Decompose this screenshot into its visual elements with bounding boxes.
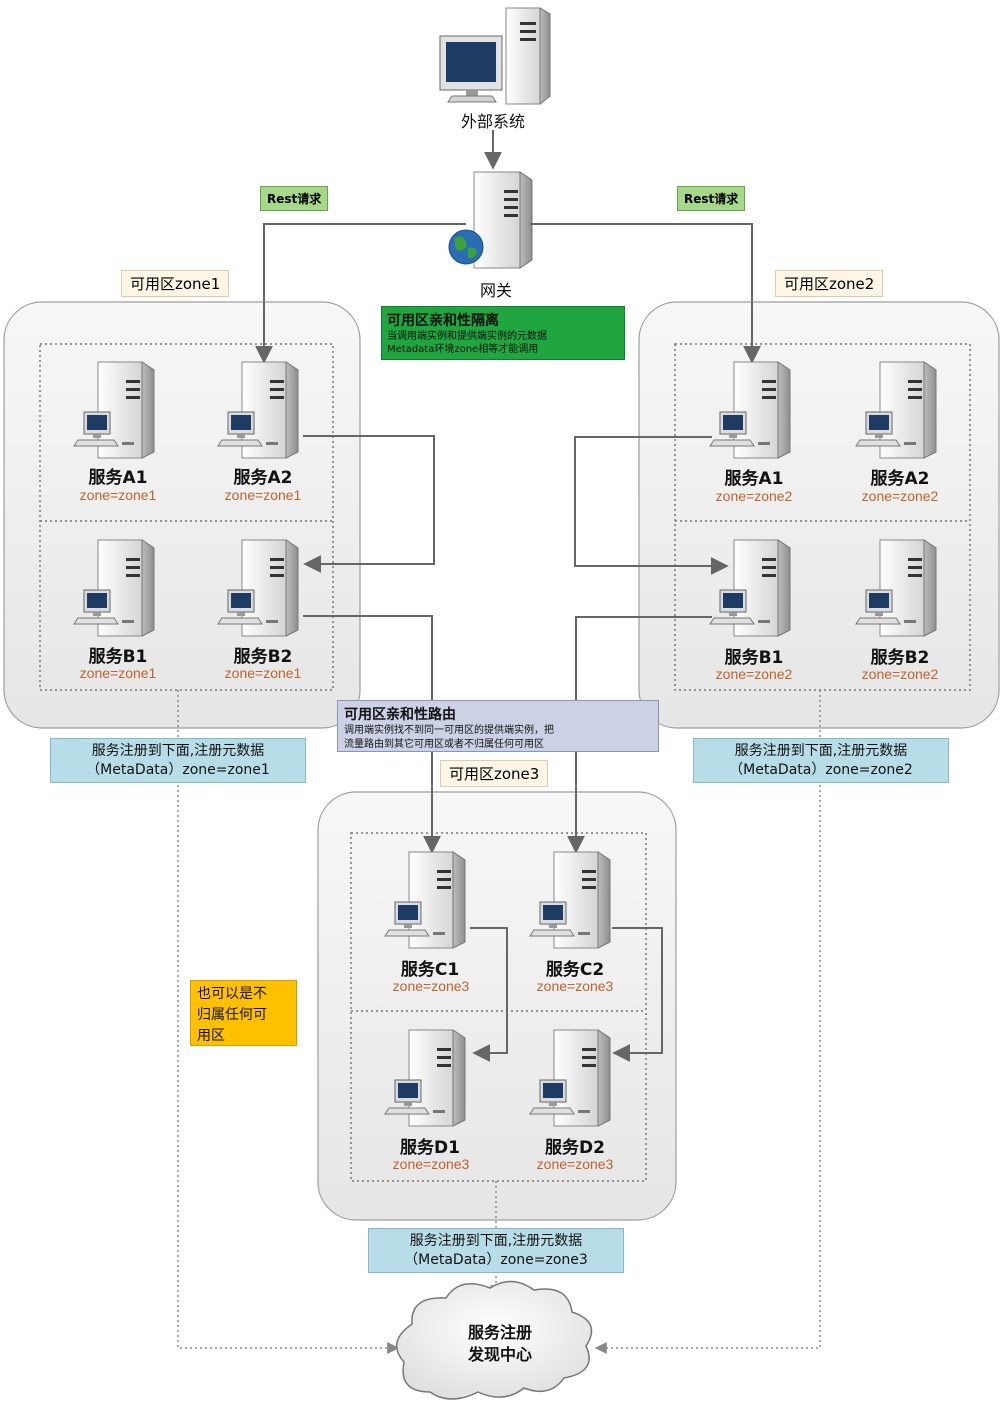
service-zone: zone=zone3	[536, 978, 614, 994]
affinity-isolation-note: 可用区亲和性隔离 当调用端实例和提供端实例的元数据 Metadata环境zone…	[381, 306, 625, 360]
service-zone: zone=zone1	[224, 665, 302, 681]
service-group-borders	[39, 343, 971, 1182]
external-system-label: 外部系统	[460, 112, 525, 131]
note-line: 服务注册到下面,注册元数据	[734, 743, 908, 759]
service-name: 服务D2	[545, 1138, 605, 1158]
service-zone: zone=zone1	[79, 487, 157, 503]
service-name: 服务C1	[400, 960, 460, 980]
registry-line: 发现中心	[467, 1345, 532, 1364]
registration-note-zone3: 服务注册到下面,注册元数据 （MetaData）zone=zone3	[368, 1228, 624, 1273]
note-line: 也可以是不	[197, 986, 267, 1002]
note-line: 服务注册到下面,注册元数据	[91, 743, 265, 759]
service-name: 服务B2	[870, 648, 930, 668]
registration-connectors	[177, 690, 821, 1354]
service-name: 服务A2	[870, 469, 930, 489]
gateway-server-icon	[473, 171, 533, 269]
note-line: 当调用端实例和提供端实例的元数据	[387, 331, 547, 342]
registration-note-zone2: 服务注册到下面,注册元数据 （MetaData）zone=zone2	[693, 738, 949, 783]
registry-label: 服务注册 发现中心	[420, 1322, 580, 1366]
service-name: 服务A2	[233, 468, 293, 488]
note-line: 调用端实例找不到同一可用区的提供端实例，把	[344, 725, 554, 736]
note-line: （MetaData）zone=zone3	[404, 1252, 588, 1268]
note-line: 归属任何可	[197, 1007, 267, 1023]
service-zone: zone=zone2	[715, 666, 793, 682]
service-zone: zone=zone2	[861, 666, 939, 682]
service-zone: zone=zone3	[392, 1156, 470, 1172]
service-zone: zone=zone2	[861, 488, 939, 504]
registry-line: 服务注册	[467, 1323, 532, 1342]
affinity-routing-note: 可用区亲和性路由 调用端实例找不到同一可用区的提供端实例，把 流量路由到其它可用…	[337, 700, 659, 752]
note-line: （MetaData）zone=zone1	[86, 762, 270, 778]
cloud-icon	[395, 1280, 593, 1400]
rest-request-tag-left: Rest请求	[260, 186, 329, 211]
computer-icon	[439, 7, 551, 106]
service-name: 服务B2	[233, 647, 293, 667]
zone1-tag: 可用区zone1	[121, 270, 230, 297]
zone3-tag: 可用区zone3	[440, 760, 549, 787]
service-zone: zone=zone1	[224, 487, 302, 503]
service-zone: zone=zone3	[392, 978, 470, 994]
globe-icon	[448, 229, 484, 265]
gateway-label: 网关	[479, 281, 512, 300]
service-name: 服务D1	[400, 1138, 460, 1158]
service-name: 服务B1	[724, 648, 784, 668]
note-line: 流量路由到其它可用区或者不归属任何可用区	[344, 739, 544, 750]
zone2-tag: 可用区zone2	[775, 270, 884, 297]
service-name: 服务C2	[545, 960, 605, 980]
service-name: 服务B1	[88, 647, 148, 667]
affinity-routing-connectors	[303, 615, 712, 854]
zone3-connectors	[470, 927, 663, 1062]
service-zone: zone=zone2	[715, 488, 793, 504]
service-name: 服务A1	[724, 469, 784, 489]
service-name: 服务A1	[88, 468, 148, 488]
rest-request-tag-right: Rest请求	[677, 186, 746, 211]
no-zone-note: 也可以是不 归属任何可 用区	[190, 980, 297, 1046]
affinity-isolation-connectors	[303, 435, 729, 575]
service-zone: zone=zone3	[536, 1156, 614, 1172]
note-line: Metadata环境zone相等才能调用	[387, 344, 539, 355]
note-line: 服务注册到下面,注册元数据	[409, 1233, 583, 1249]
service-zone: zone=zone1	[79, 665, 157, 681]
note-line: （MetaData）zone=zone2	[729, 762, 913, 778]
note-line: 用区	[197, 1028, 225, 1044]
note-title: 可用区亲和性路由	[344, 707, 456, 723]
note-title: 可用区亲和性隔离	[387, 313, 499, 329]
registration-note-zone1: 服务注册到下面,注册元数据 （MetaData）zone=zone1	[50, 738, 306, 783]
rest-connectors	[255, 223, 761, 364]
